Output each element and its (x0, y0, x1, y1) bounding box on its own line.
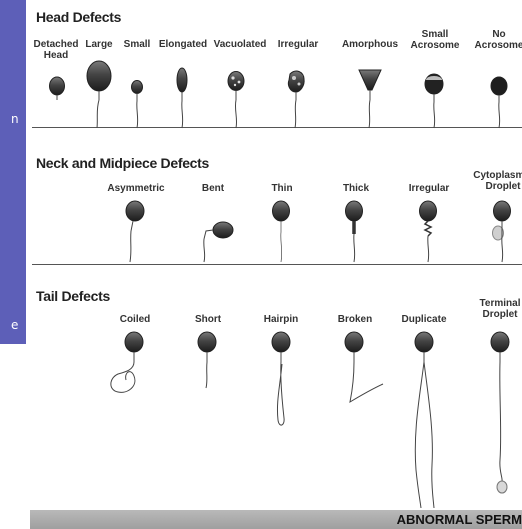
sperm-cytoplasmic-droplet (493, 201, 511, 262)
sperm-detached-head (50, 77, 65, 100)
sperm-small-head (132, 81, 143, 129)
sperm-amorphous-head (359, 70, 381, 128)
sperm-small-acrosome (425, 74, 443, 128)
sperm-large-head (87, 61, 111, 128)
sperm-thick (346, 201, 363, 262)
sperm-no-acrosome (491, 77, 507, 128)
sperm-elongated-head (177, 68, 187, 128)
sperm-coiled-tail (111, 332, 143, 392)
sperm-asymmetric (126, 201, 144, 262)
sperm-irregular-head (288, 71, 304, 128)
sperm-irregular-midpiece (420, 201, 437, 262)
sperm-broken-tail (345, 332, 383, 402)
sperm-bent (204, 222, 233, 262)
sperm-terminal-droplet (491, 332, 509, 493)
sperm-hairpin-tail (272, 332, 290, 425)
sperm-thin (273, 201, 290, 262)
sperm-duplicate-tail (415, 332, 434, 508)
sperm-short-tail (198, 332, 216, 388)
sperm-vacuolated-head (228, 72, 244, 129)
